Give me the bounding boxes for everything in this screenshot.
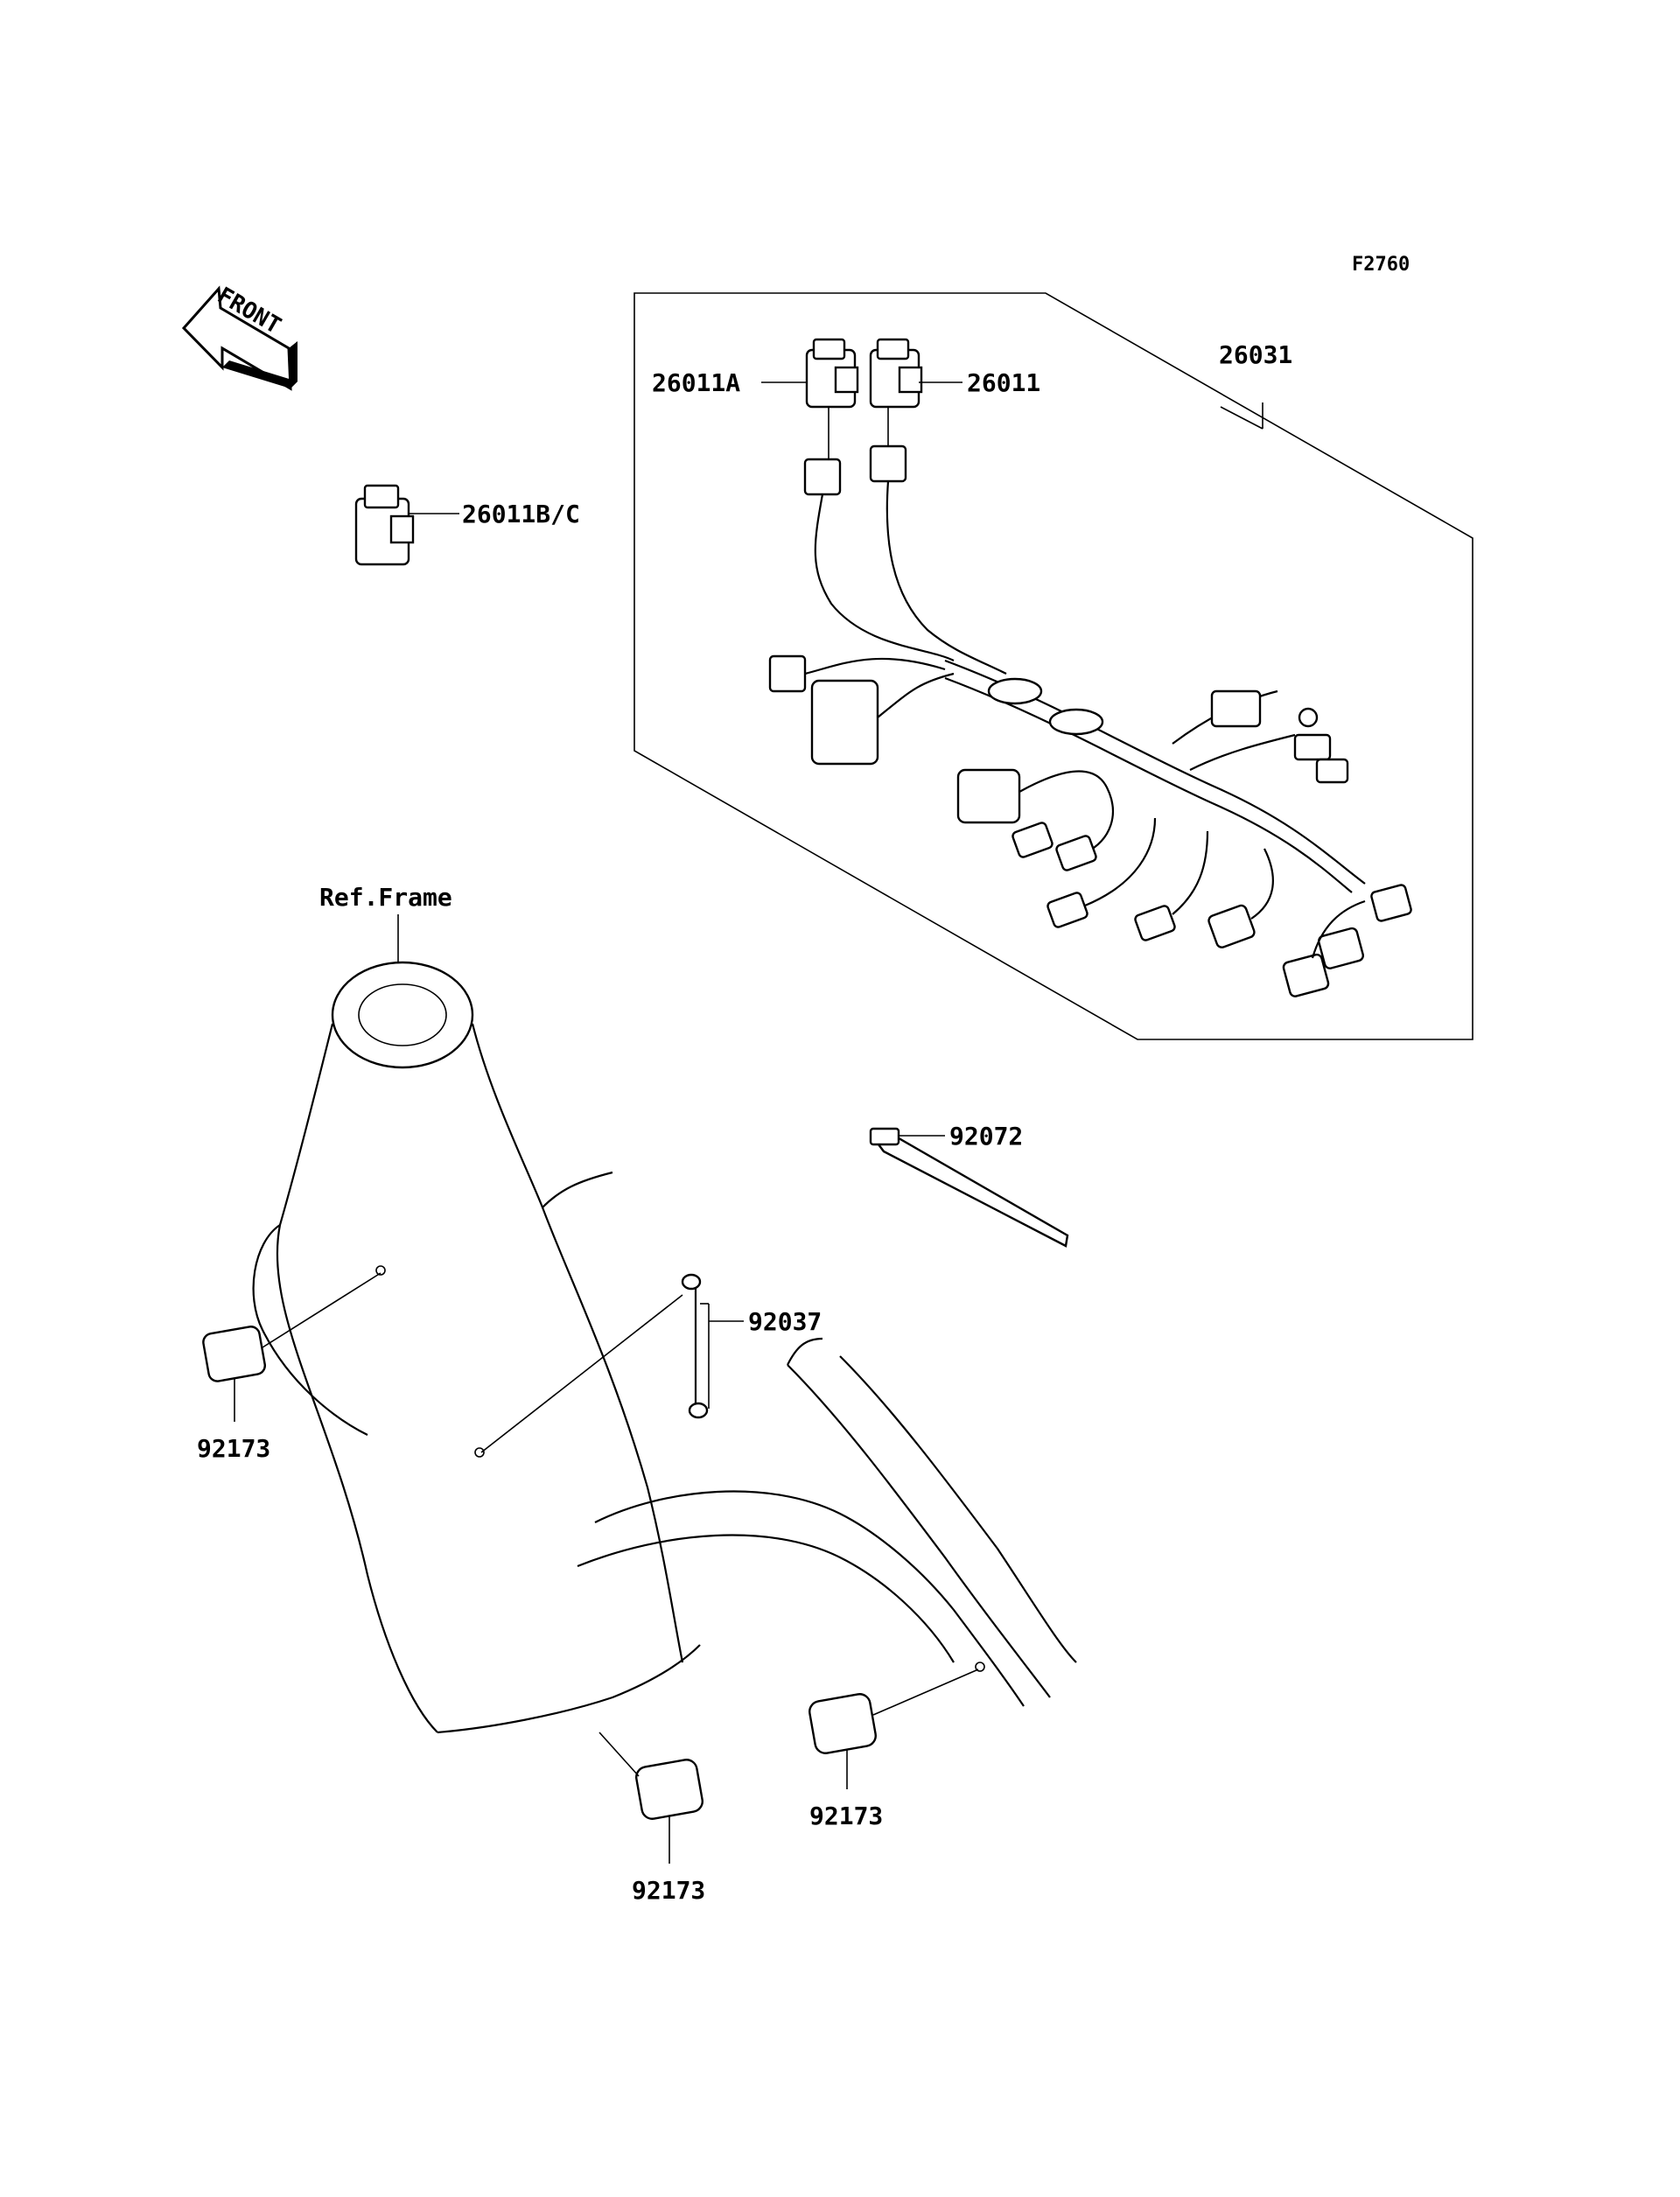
wiring-harness-icon <box>768 444 1412 997</box>
clamp-92173-center-icon <box>635 1759 704 1820</box>
callout-92173-right: 92173 <box>809 1802 883 1830</box>
callout-92037: 92037 <box>748 1307 822 1336</box>
callout-92173-left: 92173 <box>197 1434 270 1463</box>
callout-26011BC: 26011B/C <box>462 500 580 528</box>
callout-26011: 26011 <box>967 368 1040 397</box>
frame-icon <box>252 961 1077 1734</box>
cable-tie-92072-icon <box>869 1127 1069 1248</box>
connector-26011-icon <box>869 338 923 409</box>
ref-frame-label: Ref.Frame <box>319 883 452 912</box>
harness-kit-boundary <box>634 292 1474 1040</box>
callout-26031: 26031 <box>1219 340 1292 369</box>
clamp-92037-icon <box>681 1273 709 1419</box>
callout-92072: 92072 <box>949 1122 1023 1151</box>
connector-26011A-icon <box>805 338 859 409</box>
connector-26011BC-icon <box>354 484 415 566</box>
callout-92173-center: 92173 <box>632 1876 705 1905</box>
front-direction-arrow-icon: FRONT <box>181 283 298 391</box>
figure-code: F2760 <box>1352 254 1410 276</box>
clamp-92173-left-icon <box>202 1326 266 1382</box>
clamp-92173-right-icon <box>808 1693 877 1754</box>
callout-26011A: 26011A <box>652 368 740 397</box>
